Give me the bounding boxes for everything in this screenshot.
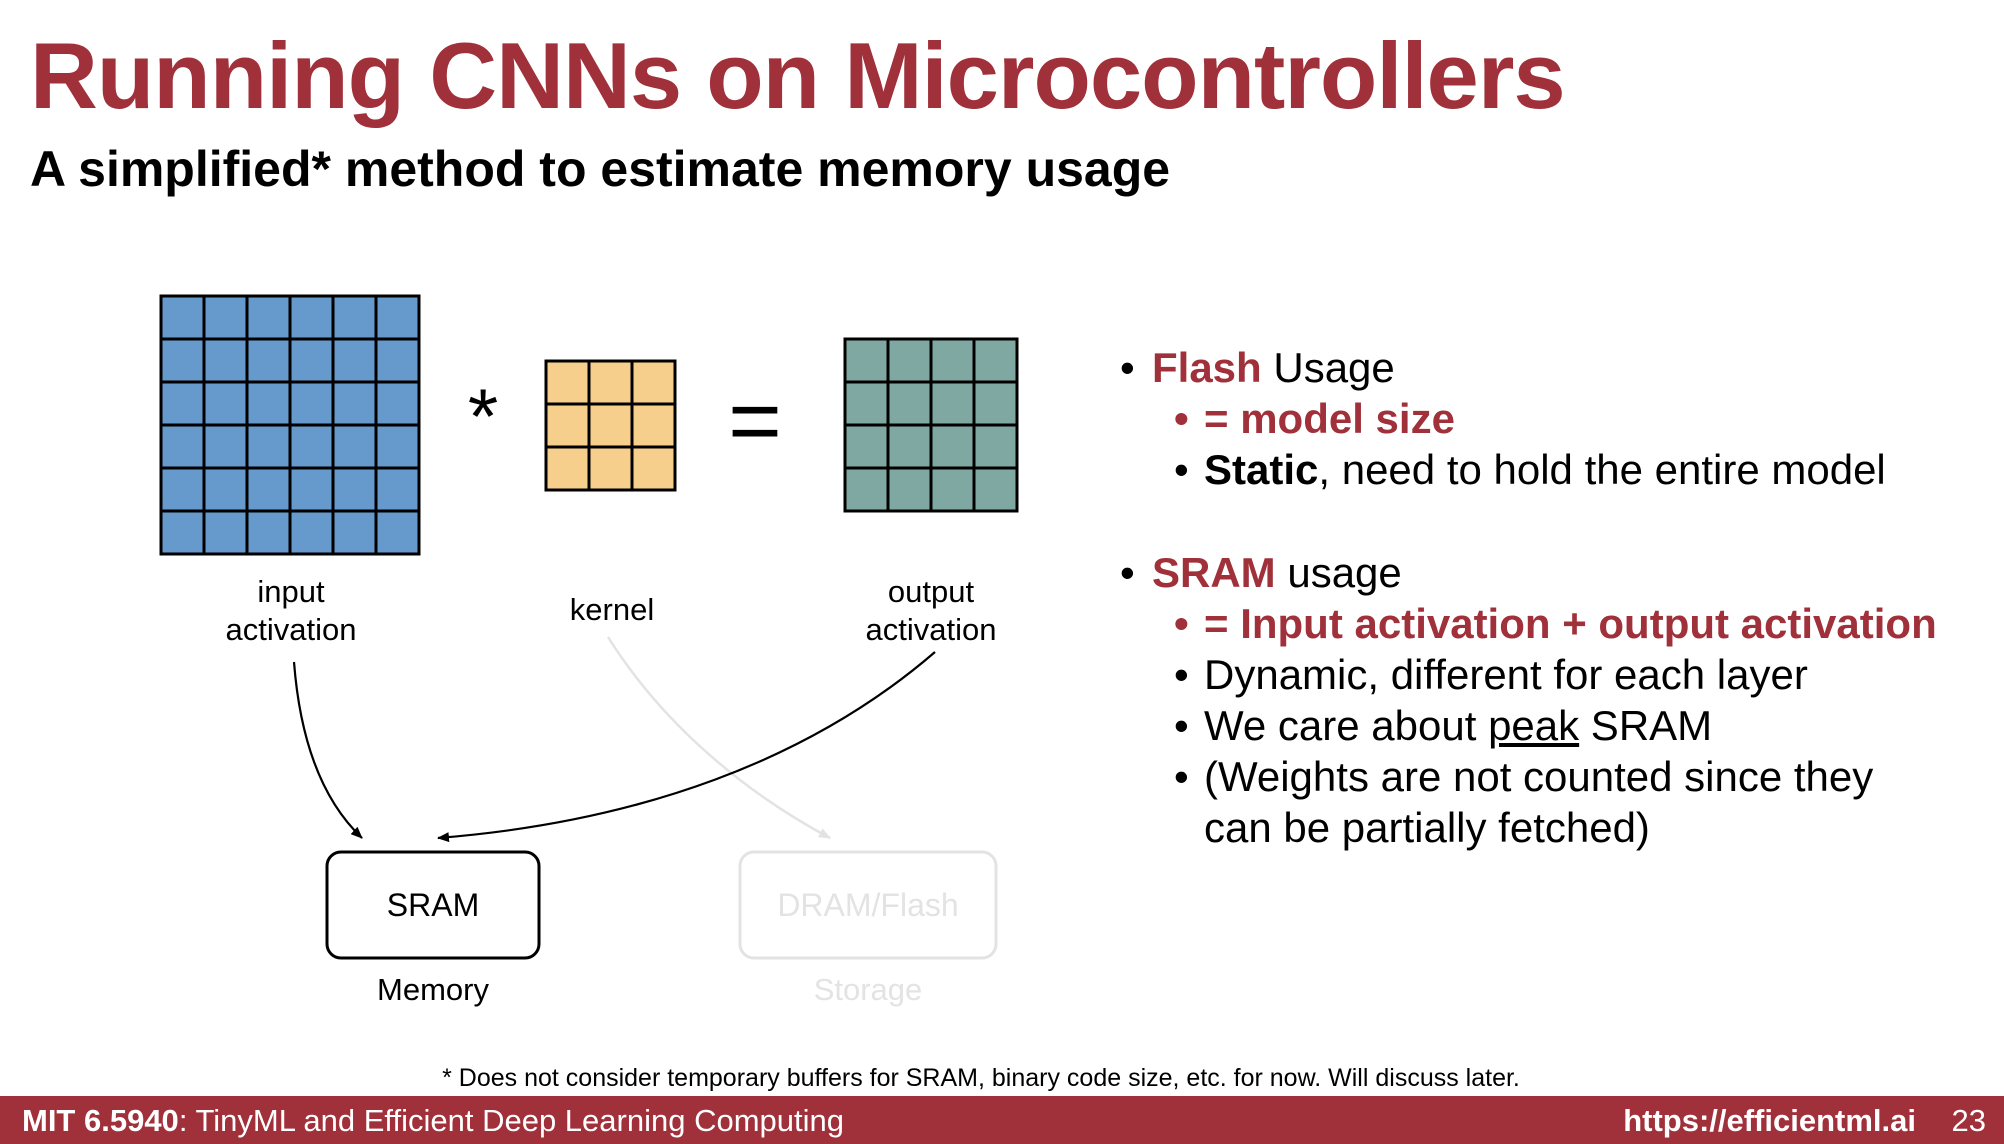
grid-cell xyxy=(245,294,292,341)
grid-cell xyxy=(288,380,335,427)
grid-cell xyxy=(929,423,976,470)
grid-cell xyxy=(843,423,890,470)
memory-label: Memory xyxy=(377,972,489,1007)
grid-cell xyxy=(288,423,335,470)
grid-cell xyxy=(331,423,378,470)
grid-cell xyxy=(202,380,249,427)
grid-cell xyxy=(374,466,421,513)
grid-cell xyxy=(288,337,335,384)
output-to-sram-arrow xyxy=(437,651,936,843)
grid-cell xyxy=(630,402,677,449)
grid-cell xyxy=(245,380,292,427)
grid-cell xyxy=(972,337,1019,384)
slide-subtitle: A simplified* method to estimate memory … xyxy=(30,141,1171,197)
grid-cell xyxy=(202,337,249,384)
grid-cell xyxy=(288,509,335,556)
grid-cell xyxy=(630,359,677,406)
flash-sub-bullet-2: Static, need to hold the entire model xyxy=(1120,444,1980,495)
grid-cell xyxy=(331,380,378,427)
grid-cell xyxy=(245,509,292,556)
grid-cell xyxy=(331,337,378,384)
slide-title: Running CNNs on Microcontrollers xyxy=(30,23,1566,128)
grid-cell xyxy=(202,294,249,341)
grid-cell xyxy=(202,423,249,470)
grid-cell xyxy=(159,466,206,513)
course-name: MIT 6.5940: TinyML and Efficient Deep Le… xyxy=(22,1103,844,1138)
grid-cell xyxy=(374,380,421,427)
grid-cell xyxy=(544,402,591,449)
input-label-line2: activation xyxy=(226,612,357,647)
grid-cell xyxy=(886,423,933,470)
grid-cell xyxy=(843,337,890,384)
grid-cell xyxy=(202,466,249,513)
grid-cell xyxy=(630,445,677,492)
grid-cell xyxy=(886,380,933,427)
input-to-sram-arrow xyxy=(292,661,363,839)
flash-bullet: Flash Usage xyxy=(1120,342,1980,393)
sram-sub-bullet-3: We care about peak SRAM xyxy=(1120,700,1980,751)
input-label-line1: input xyxy=(257,574,325,609)
grid-cell xyxy=(331,466,378,513)
grid-cell xyxy=(245,423,292,470)
grid-cell xyxy=(331,509,378,556)
grid-cell xyxy=(374,423,421,470)
kernel-to-storage-arrow xyxy=(606,636,831,840)
input-activation-grid xyxy=(159,294,421,556)
grid-cell xyxy=(374,294,421,341)
grid-cell xyxy=(245,466,292,513)
grid-cell xyxy=(159,380,206,427)
convolution-operator: * xyxy=(468,372,498,460)
grid-cell xyxy=(587,359,634,406)
course-url[interactable]: https://efficientml.ai xyxy=(1623,1103,1916,1138)
grid-cell xyxy=(331,294,378,341)
grid-cell xyxy=(972,466,1019,513)
grid-cell xyxy=(245,337,292,384)
sram-sub-bullet-1: = Input activation + output activation xyxy=(1120,598,1980,649)
grid-cell xyxy=(929,337,976,384)
grid-cell xyxy=(374,337,421,384)
equals-operator: = xyxy=(728,370,782,472)
output-label-line2: activation xyxy=(866,612,997,647)
grid-cell xyxy=(843,380,890,427)
grid-cell xyxy=(159,337,206,384)
grid-cell xyxy=(544,445,591,492)
grid-cell xyxy=(159,509,206,556)
grid-cell xyxy=(159,423,206,470)
footnote: * Does not consider temporary buffers fo… xyxy=(442,1064,1520,1092)
memory-diagram: * = input activation kernel output activ… xyxy=(159,294,1019,1007)
grid-cell xyxy=(159,294,206,341)
sram-box xyxy=(325,850,541,960)
grid-cell xyxy=(972,380,1019,427)
grid-cell xyxy=(886,466,933,513)
footer-bar: MIT 6.5940: TinyML and Efficient Deep Le… xyxy=(0,1096,2004,1144)
grid-cell xyxy=(288,466,335,513)
grid-cell xyxy=(929,380,976,427)
dram-flash-box-label: DRAM/Flash xyxy=(777,887,958,923)
kernel-label: kernel xyxy=(570,592,654,627)
grid-cell xyxy=(288,294,335,341)
grid-cell xyxy=(843,466,890,513)
grid-cell xyxy=(587,402,634,449)
kernel-grid xyxy=(544,359,677,492)
page-number: 23 xyxy=(1951,1103,1986,1138)
grid-cell xyxy=(886,337,933,384)
grid-cell xyxy=(972,423,1019,470)
sram-bullet: SRAM usage xyxy=(1120,547,1980,598)
grid-cell xyxy=(587,445,634,492)
grid-cell xyxy=(544,359,591,406)
grid-cell xyxy=(374,509,421,556)
grid-cell xyxy=(202,509,249,556)
output-label-line1: output xyxy=(888,574,975,609)
storage-label: Storage xyxy=(814,972,923,1007)
flash-sub-bullet-1: = model size xyxy=(1120,393,1980,444)
sram-sub-bullet-2: Dynamic, different for each layer xyxy=(1120,649,1980,700)
dram-flash-box xyxy=(738,850,998,960)
grid-cell xyxy=(929,466,976,513)
output-activation-grid xyxy=(843,337,1019,513)
bullet-list: Flash Usage = model size Static, need to… xyxy=(1120,342,1980,853)
sram-box-label: SRAM xyxy=(387,887,479,923)
